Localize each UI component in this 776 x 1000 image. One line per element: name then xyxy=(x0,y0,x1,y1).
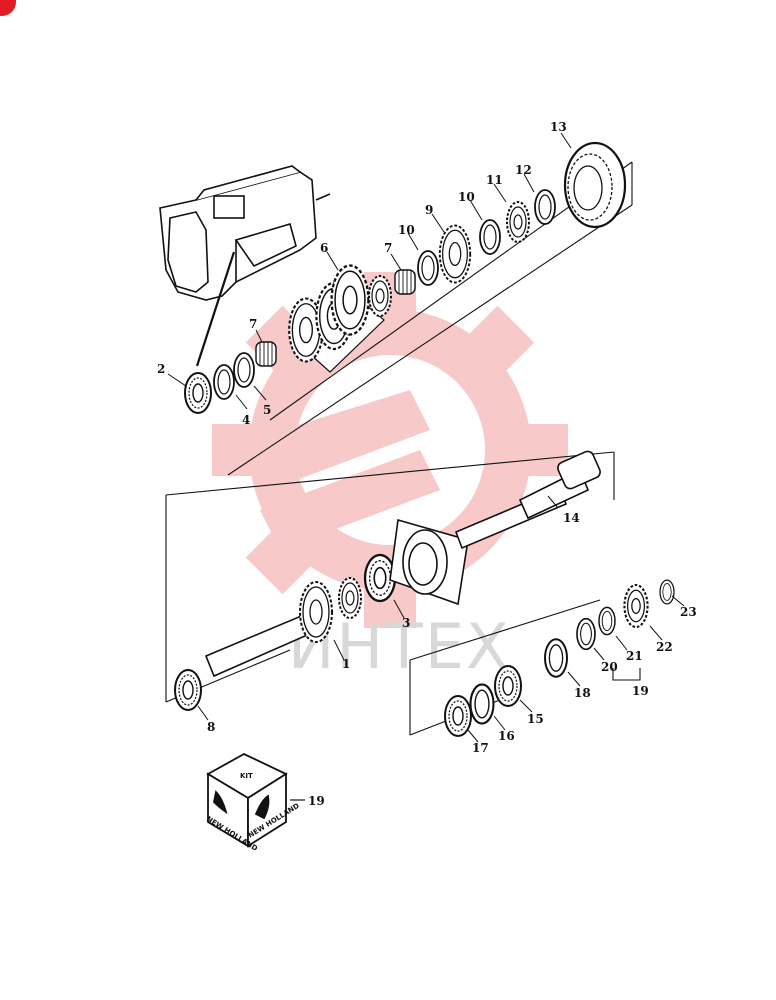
callout-20: 20 xyxy=(601,660,618,674)
snap-ring-12 xyxy=(534,189,556,225)
callout-14: 14 xyxy=(563,511,580,525)
needle-bearing-7b xyxy=(394,269,416,295)
callout-6: 6 xyxy=(320,241,328,255)
callout-11: 11 xyxy=(486,173,503,187)
bearing-17 xyxy=(444,695,472,737)
bearing-8 xyxy=(174,669,202,711)
callout-16: 16 xyxy=(498,729,515,743)
gear-11 xyxy=(506,201,530,243)
callout-9: 9 xyxy=(425,203,433,217)
callout-8: 8 xyxy=(207,720,215,734)
washer-10b xyxy=(479,219,501,255)
callout-22: 22 xyxy=(656,640,673,654)
transmission-housing-icon xyxy=(159,165,331,301)
callout-5: 5 xyxy=(263,403,271,417)
main-shaft-1 xyxy=(204,577,362,678)
callout-10b: 10 xyxy=(458,190,475,204)
callout-18: 18 xyxy=(574,686,591,700)
needle-bearing-7a xyxy=(255,341,277,367)
synchro-hub-13 xyxy=(563,141,627,229)
callout-4: 4 xyxy=(242,413,250,427)
corner-badge-icon xyxy=(0,0,16,16)
washer-5 xyxy=(233,352,255,388)
callout-12: 12 xyxy=(515,163,532,177)
washer-16 xyxy=(469,683,495,725)
callout-7b: 7 xyxy=(384,241,392,255)
cluster-gear-6 xyxy=(288,264,392,373)
housing-pointer xyxy=(195,251,236,367)
kit-label: KIT xyxy=(240,772,253,780)
callout-21: 21 xyxy=(626,649,643,663)
snap-ring-23 xyxy=(659,579,675,605)
gear-22 xyxy=(623,583,649,629)
output-shaft-14 xyxy=(454,450,601,550)
bracket-19 xyxy=(612,668,641,681)
washer-21 xyxy=(598,606,616,636)
snap-ring-18 xyxy=(544,638,568,678)
callout-3: 3 xyxy=(402,616,410,630)
callout-13: 13 xyxy=(550,120,567,134)
callout-7a: 7 xyxy=(249,317,257,331)
callout-19a: 19 xyxy=(632,684,649,698)
kit-box-icon xyxy=(206,752,288,848)
washer-10a xyxy=(417,250,439,286)
bearing-2 xyxy=(184,372,212,414)
flange-housing-icon xyxy=(389,518,469,606)
callout-2: 2 xyxy=(157,362,165,376)
washer-20 xyxy=(576,617,596,651)
callout-1: 1 xyxy=(342,657,350,671)
callout-15: 15 xyxy=(527,712,544,726)
callout-23: 23 xyxy=(680,605,697,619)
gear-9 xyxy=(438,224,472,284)
washer-4 xyxy=(213,364,235,400)
callout-17: 17 xyxy=(472,741,489,755)
leader-lines xyxy=(167,132,685,743)
bearing-15 xyxy=(494,665,522,707)
callout-10a: 10 xyxy=(398,223,415,237)
callout-19b: 19 xyxy=(308,794,325,808)
